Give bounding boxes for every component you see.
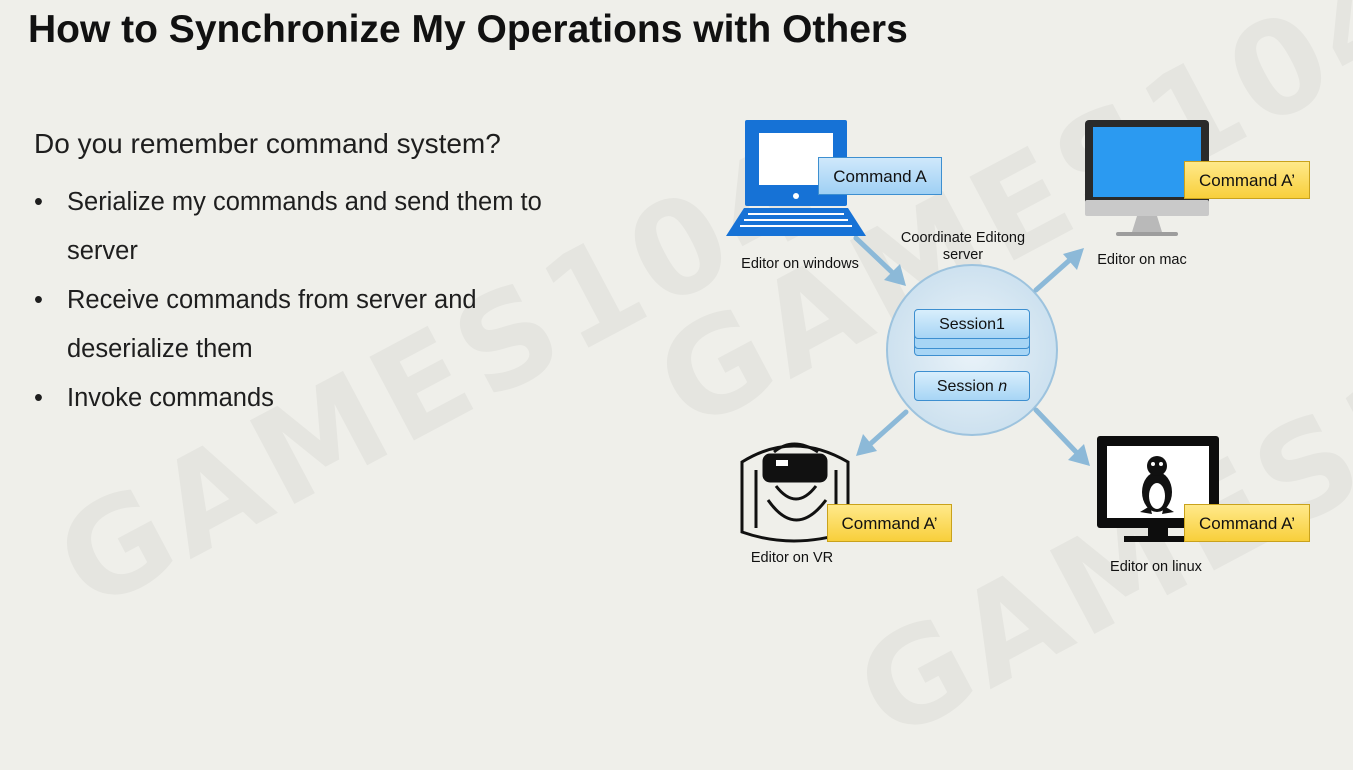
diagram-canvas xyxy=(726,120,1219,543)
caption-mac: Editor on mac xyxy=(1097,252,1187,268)
bullet-text: Serialize my commands and send them to xyxy=(67,188,542,216)
bullet-item: • Invoke commands xyxy=(34,374,594,423)
bullet-text: server xyxy=(67,237,138,265)
session-1-label: Session1 xyxy=(939,316,1005,333)
command-box-windows: Command A xyxy=(818,157,942,195)
sync-arrows xyxy=(853,235,1090,466)
server-caption-line1: Coordinate Editong xyxy=(900,230,1026,246)
arrow-windows-to-server xyxy=(853,235,899,279)
imac-icon xyxy=(1085,120,1209,236)
session-n-label: Session xyxy=(936,378,999,395)
arrow-server-to-linux xyxy=(1033,407,1081,457)
arrow-head xyxy=(1063,248,1084,270)
command-box-mac: Command A’ xyxy=(1184,161,1310,199)
arrow-head xyxy=(884,264,906,286)
arrow-head xyxy=(856,434,877,456)
command-box-vr: Command A’ xyxy=(827,504,952,542)
caption-vr: Editor on VR xyxy=(750,550,834,566)
bullet-text: deserialize them xyxy=(67,335,253,363)
bullet-marker: • xyxy=(34,188,43,216)
bullet-list: • Serialize my commands and send them to… xyxy=(34,178,594,423)
session-n-suffix: n xyxy=(998,378,1008,395)
session-1-card: Session1 xyxy=(914,309,1030,339)
bullet-text: Invoke commands xyxy=(67,384,274,412)
server-caption: Coordinate Editong server xyxy=(878,230,1048,264)
bullet-text: Receive commands from server and xyxy=(67,286,477,314)
session-n-card: Session n xyxy=(914,371,1030,401)
command-box-linux: Command A’ xyxy=(1184,504,1310,542)
slide-title: How to Synchronize My Operations with Ot… xyxy=(28,8,908,51)
arrow-head xyxy=(1068,444,1090,466)
caption-linux: Editor on linux xyxy=(1110,559,1202,575)
bullet-item: • Receive commands from server and deser… xyxy=(34,276,594,374)
bullet-marker: • xyxy=(34,286,43,314)
bullet-item: • Serialize my commands and send them to… xyxy=(34,178,594,276)
bullet-marker: • xyxy=(34,384,43,412)
lead-text: Do you remember command system? xyxy=(34,128,501,159)
server-caption-line2: server xyxy=(942,247,984,263)
arrow-server-to-mac xyxy=(1033,255,1075,293)
caption-windows: Editor on windows xyxy=(741,256,859,272)
arrow-server-to-vr xyxy=(865,409,909,449)
